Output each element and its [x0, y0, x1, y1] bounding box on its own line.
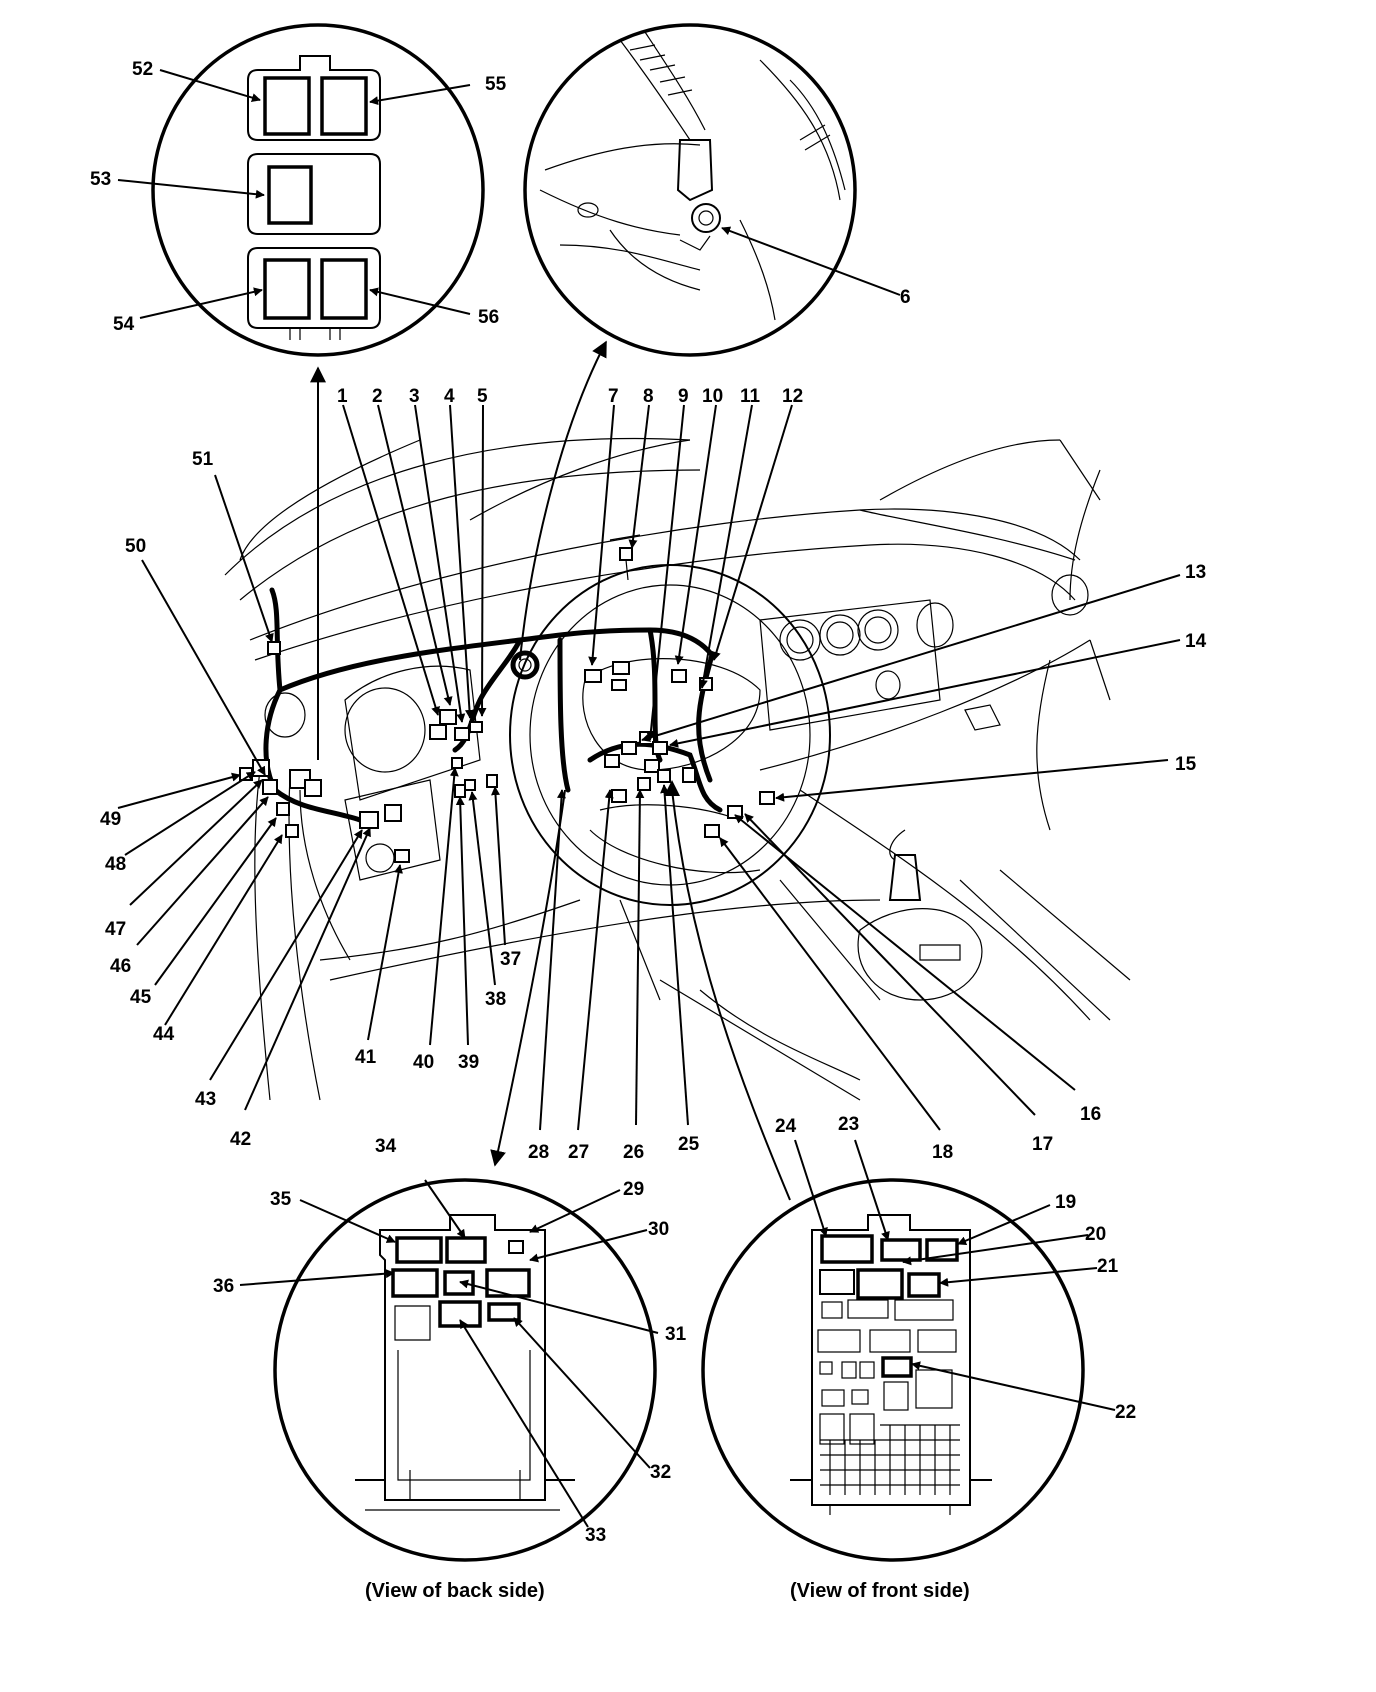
callout-20: 20 — [1085, 1224, 1106, 1245]
callout-53: 53 — [90, 169, 111, 190]
callout-19: 19 — [1055, 1192, 1076, 1213]
callout-22: 22 — [1115, 1402, 1136, 1423]
callout-35: 35 — [270, 1189, 292, 1210]
callout-47: 47 — [105, 919, 126, 940]
callout-55: 55 — [485, 74, 507, 95]
callout-4: 4 — [444, 386, 455, 407]
callout-52: 52 — [132, 59, 153, 80]
callout-39: 39 — [458, 1052, 479, 1073]
callout-3: 3 — [409, 386, 420, 407]
callout-32: 32 — [650, 1462, 671, 1483]
callout-44: 44 — [153, 1024, 175, 1045]
callout-21: 21 — [1097, 1256, 1119, 1277]
callout-11: 11 — [740, 386, 761, 407]
callout-16: 16 — [1080, 1104, 1101, 1125]
callout-1: 1 — [337, 386, 348, 407]
callout-6: 6 — [900, 287, 911, 308]
callout-12: 12 — [782, 386, 803, 407]
fuse-grid — [820, 1424, 960, 1495]
callout-28: 28 — [528, 1142, 549, 1163]
callout-17: 17 — [1032, 1134, 1053, 1155]
callout-8: 8 — [643, 386, 654, 407]
callout-34: 34 — [375, 1136, 397, 1157]
caption-front-side: (View of front side) — [790, 1580, 970, 1602]
callout-41: 41 — [355, 1047, 377, 1068]
callout-24: 24 — [775, 1116, 797, 1137]
callout-14: 14 — [1185, 631, 1207, 652]
callout-46: 46 — [110, 956, 131, 977]
callout-49: 49 — [100, 809, 121, 830]
callout-2: 2 — [372, 386, 383, 407]
callout-36: 36 — [213, 1276, 234, 1297]
ground-point-inset — [523, 23, 857, 357]
dashboard-drawing — [224, 437, 1131, 1101]
callout-31: 31 — [665, 1324, 687, 1345]
callout-42: 42 — [230, 1129, 251, 1150]
callout-15: 15 — [1175, 754, 1197, 775]
callout-43: 43 — [195, 1089, 216, 1110]
callout-labels: 52 55 53 54 56 6 1 2 3 4 5 7 8 9 10 11 1… — [90, 59, 1207, 1546]
relay-box-inset — [151, 23, 485, 357]
callout-23: 23 — [838, 1114, 859, 1135]
callout-13: 13 — [1185, 562, 1206, 583]
callout-50: 50 — [125, 536, 146, 557]
callout-10: 10 — [702, 386, 723, 407]
callout-5: 5 — [477, 386, 488, 407]
callout-33: 33 — [585, 1525, 606, 1546]
callout-29: 29 — [623, 1179, 644, 1200]
callout-51: 51 — [192, 449, 214, 470]
callout-30: 30 — [648, 1219, 669, 1240]
callout-7: 7 — [608, 386, 619, 407]
callout-9: 9 — [678, 386, 689, 407]
callout-45: 45 — [130, 987, 152, 1008]
callout-25: 25 — [678, 1134, 700, 1155]
callout-54: 54 — [113, 314, 135, 335]
caption-back-side: (View of back side) — [365, 1580, 545, 1602]
callout-18: 18 — [932, 1142, 953, 1163]
fuse-box-front-inset — [701, 1178, 1085, 1562]
callout-38: 38 — [485, 989, 506, 1010]
callout-48: 48 — [105, 854, 126, 875]
callout-26: 26 — [623, 1142, 644, 1163]
leader-lines — [117, 69, 1181, 1528]
callout-27: 27 — [568, 1142, 589, 1163]
inset-pointer-arrows — [310, 340, 791, 1201]
callout-56: 56 — [478, 307, 499, 328]
callout-37: 37 — [500, 949, 521, 970]
callout-40: 40 — [413, 1052, 434, 1073]
